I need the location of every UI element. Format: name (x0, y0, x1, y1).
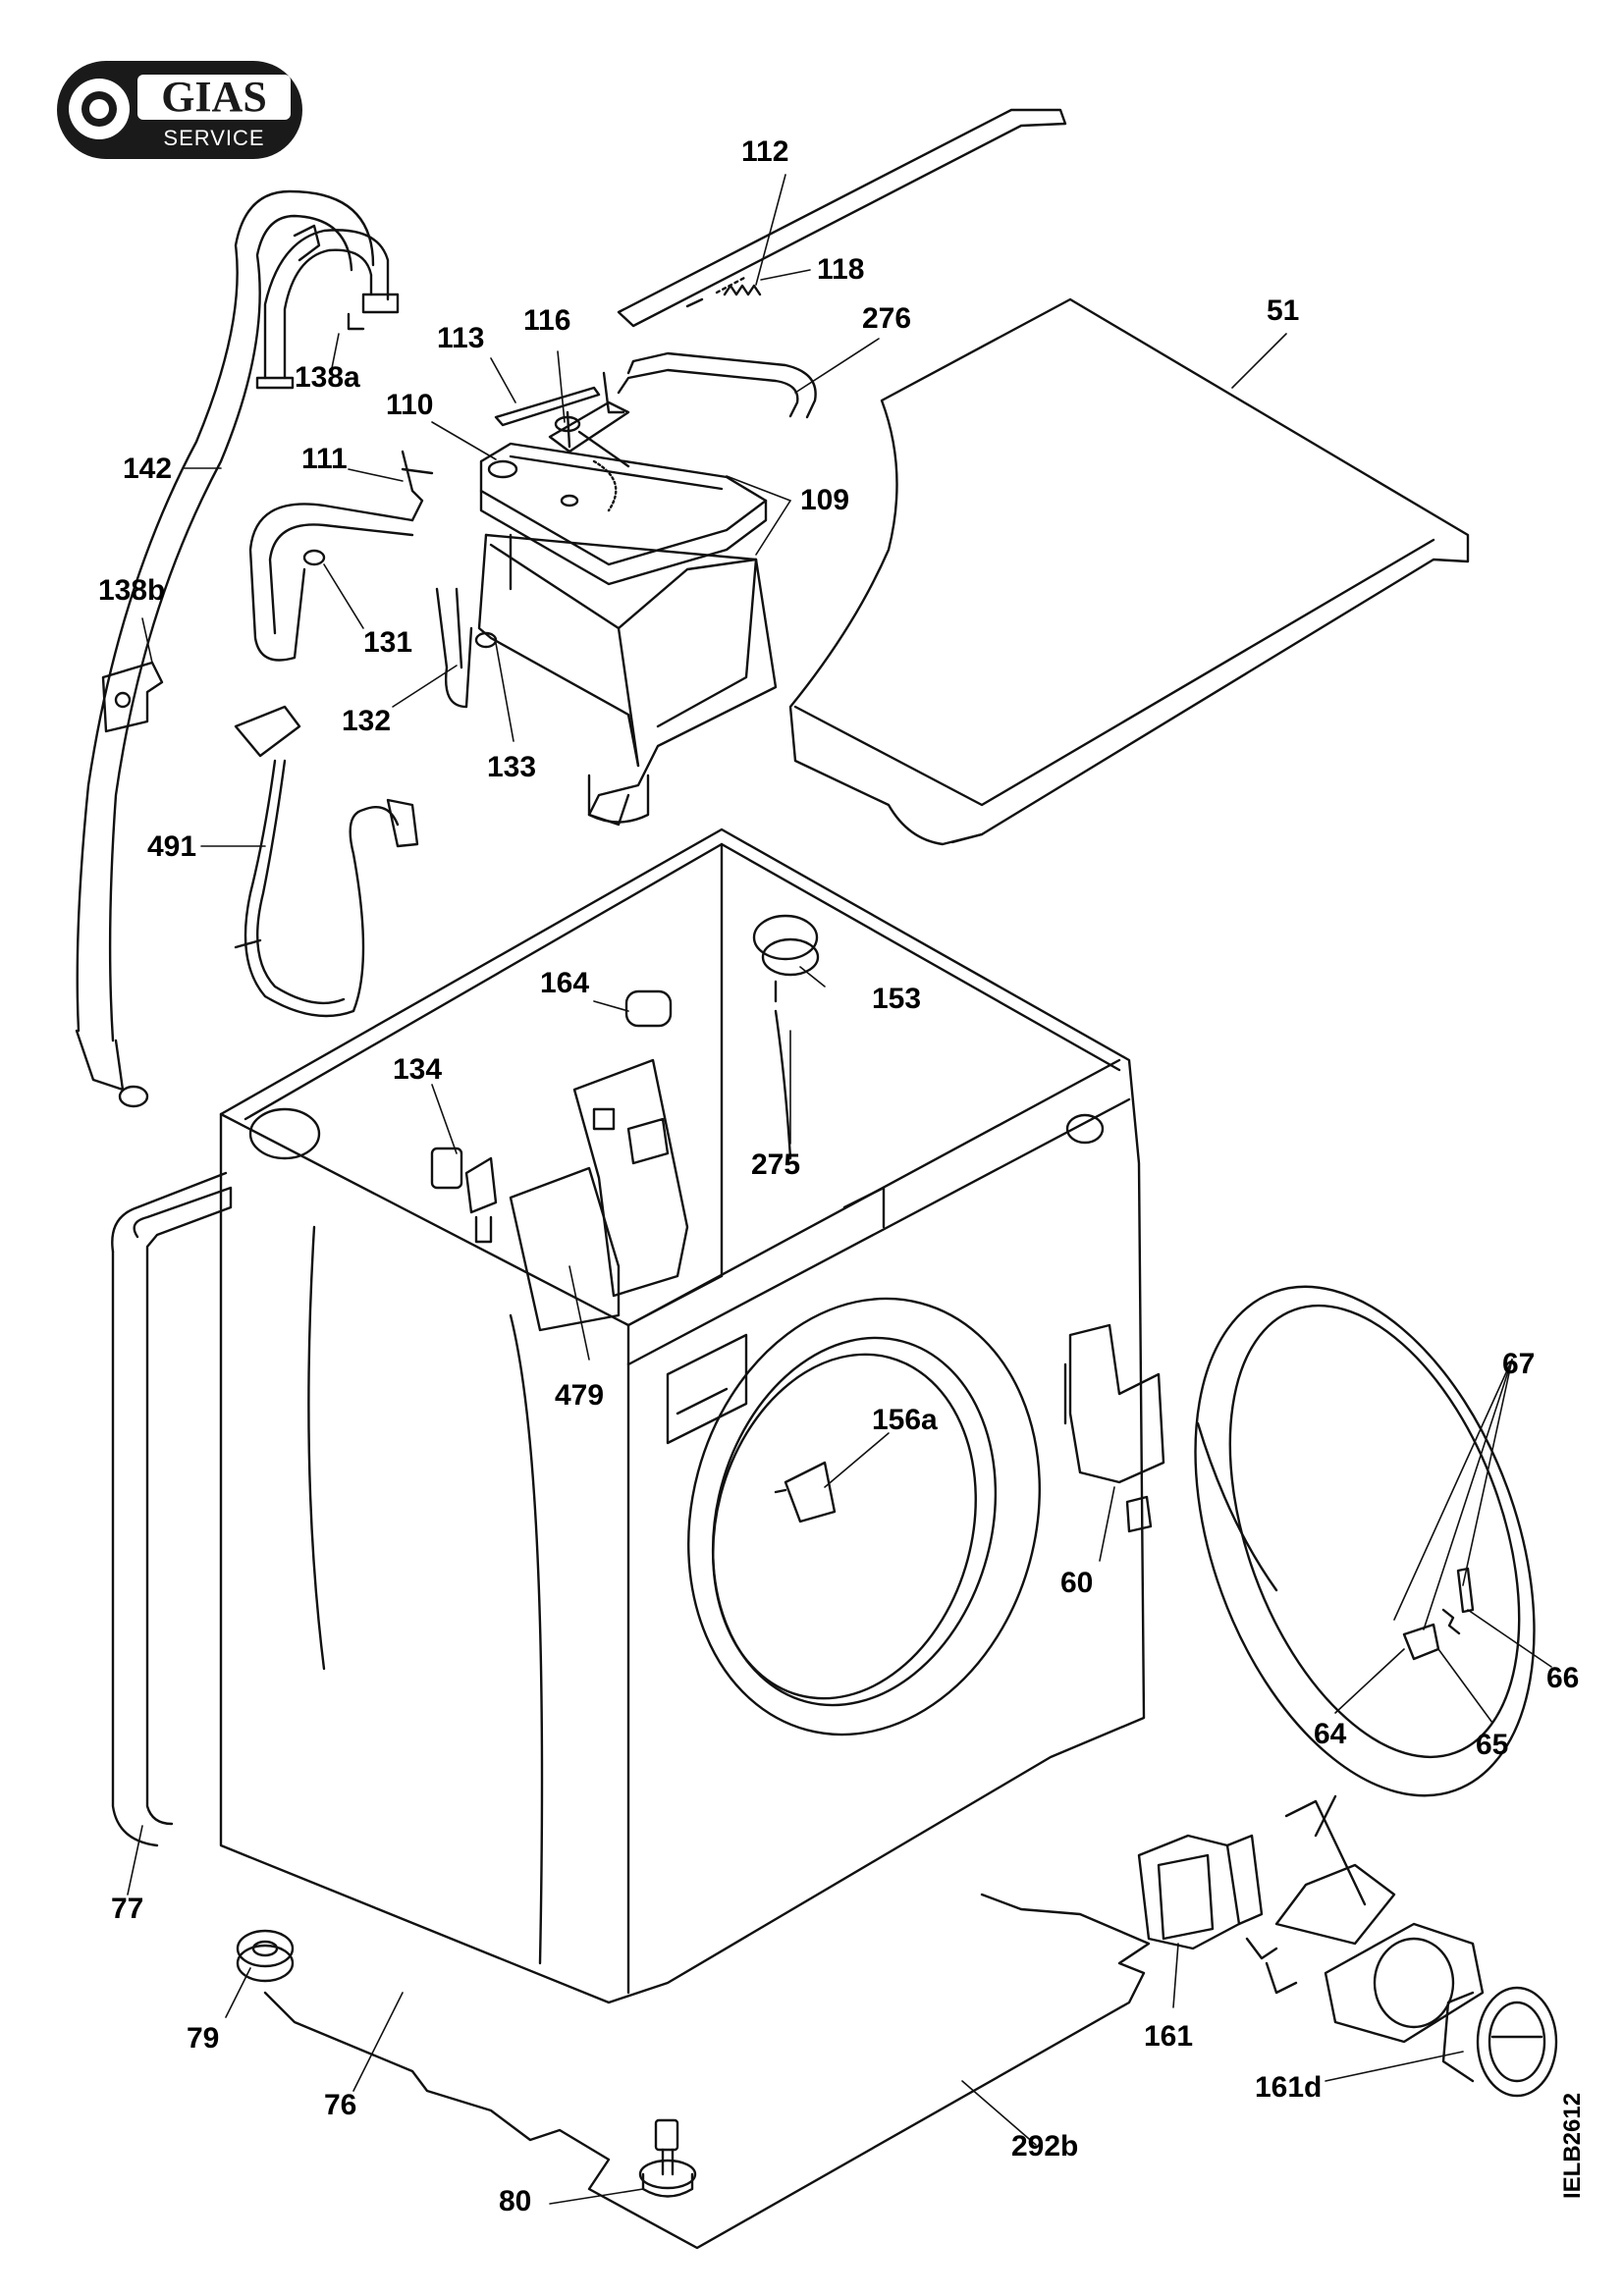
clip-138b (101, 661, 164, 733)
valve-part (430, 1147, 498, 1244)
cabinet-part (219, 828, 1146, 2004)
door-part (1194, 1285, 1536, 1797)
rear-frame-part (111, 1171, 233, 1847)
detergent-dispenser-part (477, 442, 778, 827)
foot-80 (638, 2118, 697, 2198)
callout-112: 112 (741, 135, 789, 168)
callout-138b: 138b (98, 574, 166, 607)
logo-ring-icon (69, 79, 130, 139)
callout-77: 77 (111, 1893, 144, 1925)
logo-subtitle: SERVICE (163, 126, 265, 150)
gias-service-logo: GIAS SERVICE (57, 61, 302, 159)
callout-110: 110 (386, 389, 434, 421)
capacitor-164 (624, 989, 673, 1028)
callout-118: 118 (817, 253, 865, 286)
callout-479: 479 (555, 1379, 605, 1412)
callout-292b: 292b (1011, 2130, 1079, 2163)
inner-tubes-part (248, 450, 498, 709)
callout-76: 76 (324, 2089, 357, 2121)
callout-67: 67 (1502, 1348, 1536, 1380)
drain-pump-part (1137, 1794, 1485, 2044)
callout-80: 80 (499, 2185, 532, 2217)
callout-111: 111 (301, 443, 348, 475)
callout-60: 60 (1060, 1567, 1094, 1599)
callout-132: 132 (342, 705, 392, 737)
callout-109: 109 (800, 484, 850, 516)
callout-276: 276 (862, 302, 912, 335)
door-opening-part (687, 1297, 1041, 1736)
callout-133: 133 (487, 751, 537, 783)
lever-part (494, 386, 630, 468)
control-board-part (509, 1058, 689, 1332)
callout-491: 491 (147, 830, 197, 863)
callout-161d: 161d (1255, 2071, 1323, 2104)
top-cover-part (788, 297, 1470, 846)
leader-lines (127, 174, 1552, 2205)
callout-142: 142 (123, 453, 173, 485)
callout-64: 64 (1314, 1718, 1347, 1750)
callout-134: 134 (393, 1053, 443, 1086)
callout-66: 66 (1546, 1662, 1580, 1694)
top-rail-part (617, 108, 1067, 328)
callout-131: 131 (363, 626, 413, 659)
callout-138a: 138a (295, 361, 360, 394)
drain-hose-part (75, 189, 375, 1108)
hose-276 (626, 351, 817, 419)
callout-79: 79 (187, 2022, 220, 2055)
callout-116: 116 (523, 304, 571, 337)
callout-113: 113 (437, 322, 485, 354)
callout-65: 65 (1476, 1729, 1509, 1761)
callout-164: 164 (540, 967, 590, 999)
callout-153: 153 (872, 983, 922, 1015)
callout-161: 161 (1144, 2020, 1194, 2053)
pressure-switch-part (752, 914, 820, 1160)
drawing-code: IELB2612 (1559, 2092, 1586, 2199)
hinge-part (1063, 1323, 1165, 1533)
pump-filter-part (1441, 1986, 1558, 2098)
logo-brand: GIAS (137, 75, 291, 120)
foot-79 (236, 1929, 295, 1983)
base-plate-part (263, 1893, 1151, 2250)
callout-275: 275 (751, 1148, 801, 1181)
power-cable-part (234, 705, 419, 1018)
inlet-hose-part (255, 224, 400, 390)
callout-51: 51 (1267, 294, 1300, 327)
hose-276-inner (617, 368, 799, 418)
callout-156a: 156a (872, 1404, 938, 1436)
